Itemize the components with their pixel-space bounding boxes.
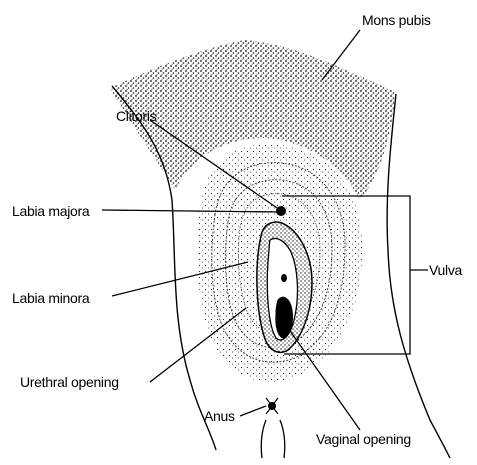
label-anus: Anus <box>204 408 235 424</box>
label-mons-pubis: Mons pubis <box>362 12 431 28</box>
anus-mark <box>266 398 278 414</box>
label-clitoris: Clitoris <box>116 108 156 124</box>
gluteal-cleft-left <box>261 420 266 458</box>
label-urethral-opening: Urethral opening <box>20 374 119 390</box>
label-vaginal-opening: Vaginal opening <box>316 431 411 447</box>
urethral-opening-mark <box>281 274 287 282</box>
gluteal-cleft-right <box>280 420 285 458</box>
label-labia-majora: Labia majora <box>12 203 89 219</box>
anus-leader <box>240 406 266 416</box>
label-vulva: Vulva <box>429 262 462 278</box>
label-labia-minora: Labia minora <box>12 290 89 306</box>
